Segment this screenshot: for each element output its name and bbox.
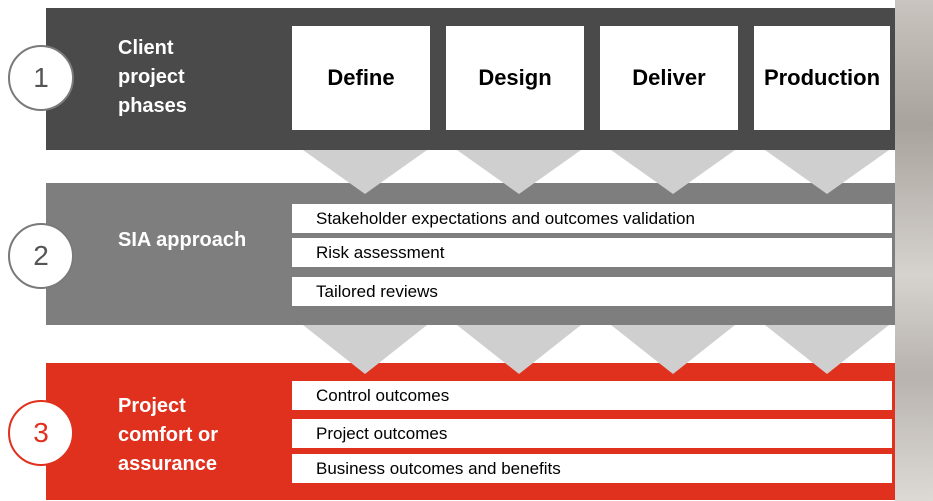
arrow-down-icon [765,150,889,194]
assurance-item-control-outcomes: Control outcomes [292,381,892,410]
arrow-down-icon [303,150,427,194]
phase-define: Define [292,26,430,130]
arrow-down-icon [303,325,427,374]
phase-deliver: Deliver [600,26,738,130]
arrow-down-icon [457,325,581,374]
sia-item-stakeholder-expectations: Stakeholder expectations and outcomes va… [292,204,892,233]
sia-item-tailored-reviews: Tailored reviews [292,277,892,306]
arrow-down-icon [765,325,889,374]
assurance-item-project-outcomes: Project outcomes [292,419,892,448]
step-number-3: 3 [8,400,74,466]
arrow-down-icon [611,150,735,194]
step-number-1: 1 [8,45,74,111]
sia-approach-title: SIA approach [118,229,247,251]
phase-production: Production [754,26,890,130]
background-photo-strip [895,0,933,501]
phase-design: Design [446,26,584,130]
assurance-item-business-outcomes: Business outcomes and benefits [292,454,892,483]
client-project-phases-title: Client project phases [118,37,187,117]
sia-item-risk-assessment: Risk assessment [292,238,892,267]
arrow-down-icon [457,150,581,194]
step-number-2: 2 [8,223,74,289]
project-assurance-title: Project comfort or assurance [118,395,218,475]
arrow-down-icon [611,325,735,374]
